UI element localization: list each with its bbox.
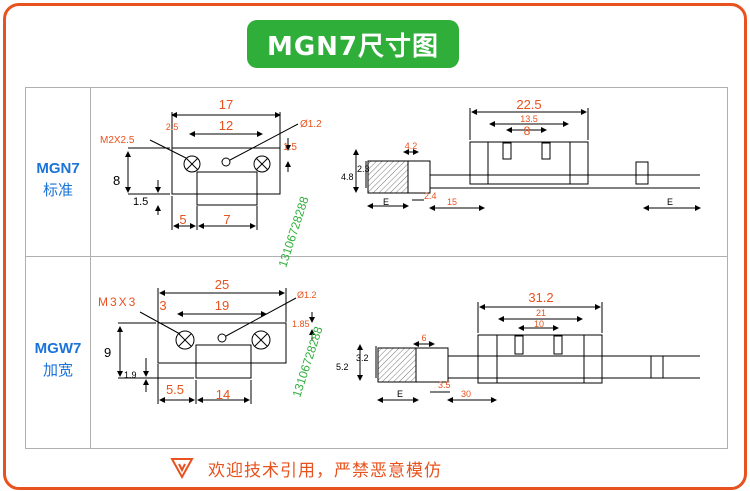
model-name: MGW7: [34, 340, 82, 357]
mgn7-oil-hole-label: Ø1.2: [300, 119, 322, 130]
mgn7-rail-width-label: 7: [223, 212, 230, 227]
mgn7-bottom-gap-label: 1.5: [133, 196, 148, 208]
footer-text: 欢迎技术引用，严禁恶意模仿: [208, 460, 442, 480]
mgn7-screw-hole-2: [541, 142, 551, 160]
model-name: MGN7: [36, 160, 80, 177]
row-label-mgn7: MGN7 标准: [25, 160, 91, 200]
page-title: MGN7尺寸图: [247, 20, 459, 68]
mgw7-side-labels: 31.2 21 10 6 5.2 3.2 3.5 30 E: [336, 290, 554, 399]
mgn7-block-outline: [171, 147, 281, 195]
mgn7-oil-hole: [221, 157, 231, 167]
mgn7-rail-height-label: 2.3: [357, 164, 370, 174]
row-divider: [25, 256, 727, 257]
warning-triangle-icon: [170, 458, 194, 479]
mgn7-mount-hole-right: [253, 155, 271, 173]
mgw7-width-label: 25: [215, 277, 229, 292]
row-label-mgw7: MGW7 加宽: [25, 340, 91, 380]
footer-notice: 欢迎技术引用，严禁恶意模仿: [170, 455, 630, 481]
mgn7-mid-length-label: 13.5: [520, 114, 538, 124]
mgn7-screw-hole-1: [502, 142, 512, 160]
mgw7-block-pitch-label: 10: [534, 319, 544, 329]
model-desc: 加宽: [42, 362, 73, 379]
mgn7-width-label: 17: [219, 97, 233, 112]
mgn7-block-height-label: 4.8: [341, 172, 354, 182]
mgw7-side-view: [357, 302, 700, 403]
mgw7-mount-hole-left: [175, 330, 195, 350]
mgw7-block-side: [477, 334, 603, 384]
mgw7-block-length-label: 31.2: [528, 290, 553, 305]
mgw7-mount-hole-right: [251, 330, 271, 350]
mgw7-block-outline: [157, 322, 287, 364]
mgw7-height-label: 9: [104, 345, 111, 360]
mgw7-screw-hole-2: [553, 335, 563, 355]
mgw7-hole-pitch-label: 19: [215, 298, 229, 313]
mgw7-rail-height-label: 3.2: [356, 353, 369, 363]
mgn7-hole-offset-label: 2.5: [166, 122, 179, 132]
mgw7-screw-label: M3X3: [98, 295, 137, 309]
mgw7-front-view: [117, 288, 315, 404]
mgw7-mid-length-label: 21: [536, 308, 546, 318]
mgw7-end-cap: [415, 347, 449, 383]
mgn7-mount-hole-left: [183, 155, 201, 173]
mgw7-front-labels: 25 19 3 M3X3 Ø1.2 1.85 9 1.9 5.5 14: [98, 277, 317, 402]
mgn7-block-length-label: 22.5: [516, 97, 541, 112]
mgw7-oil-hole-label: Ø1.2: [297, 290, 317, 300]
mgw7-hole-offset-label: 3: [159, 298, 166, 313]
mgn7-seal-label: 2.4: [424, 191, 437, 201]
mgw7-rail-end-label: E: [397, 389, 403, 399]
mgw7-bottom-gap-label: 1.9: [124, 370, 137, 380]
watermark-upper: 13106728288: [276, 194, 312, 268]
mgn7-front-labels: 17 12 2.5 M2X2.5 Ø1.2 1.5 8 1.5 5 7: [100, 97, 322, 227]
mgw7-rail-hole: [650, 355, 664, 379]
mgw7-screw-hole-1: [514, 335, 524, 355]
mgw7-oil-hole: [217, 333, 227, 343]
mgn7-side-labels: 22.5 13.5 8 4.2 4.8 2.3 2.4 15 E E: [341, 97, 673, 207]
mgn7-rail-end-label: E: [383, 197, 389, 207]
mgn7-front-view: [125, 112, 299, 230]
mgn7-end-cap: [407, 160, 431, 194]
mgn7-hole-pitch-label: 12: [219, 118, 233, 133]
mgn7-height-label: 8: [113, 173, 120, 188]
model-desc: 标准: [42, 182, 73, 199]
mgn7-rail-end2-label: E: [667, 197, 673, 207]
mgn7-rail-outline: [196, 171, 258, 206]
mgn7-screw-label: M2X2.5: [100, 135, 135, 146]
mgw7-end-cap-label: 6: [421, 333, 426, 343]
label-column-divider: [90, 87, 91, 448]
mgn7-side-view: [353, 108, 701, 211]
mgw7-rail-width-label: 14: [216, 387, 230, 402]
mgn7-block-pitch-label: 8: [524, 124, 531, 138]
drawing-panel: [25, 87, 728, 449]
mgw7-rail-pitch-label: 30: [461, 389, 471, 399]
mgw7-seal-label: 3.5: [438, 380, 451, 390]
mgn7-side-label: 5: [179, 212, 186, 227]
mgw7-rail-outline: [195, 344, 252, 379]
mgw7-top-gap-label: 1.85: [292, 319, 310, 329]
watermark-lower: 13106728288: [290, 324, 326, 398]
mgw7-block-height-label: 5.2: [336, 362, 349, 372]
mgn7-end-cap-label: 4.2: [405, 141, 418, 151]
mgn7-block-side: [469, 141, 589, 185]
mgn7-rail-pitch-label: 15: [447, 197, 457, 207]
mgw7-side-label: 5.5: [166, 382, 184, 397]
mgn7-top-gap-label: 1.5: [283, 142, 297, 153]
mgn7-rail-hole: [635, 161, 649, 185]
